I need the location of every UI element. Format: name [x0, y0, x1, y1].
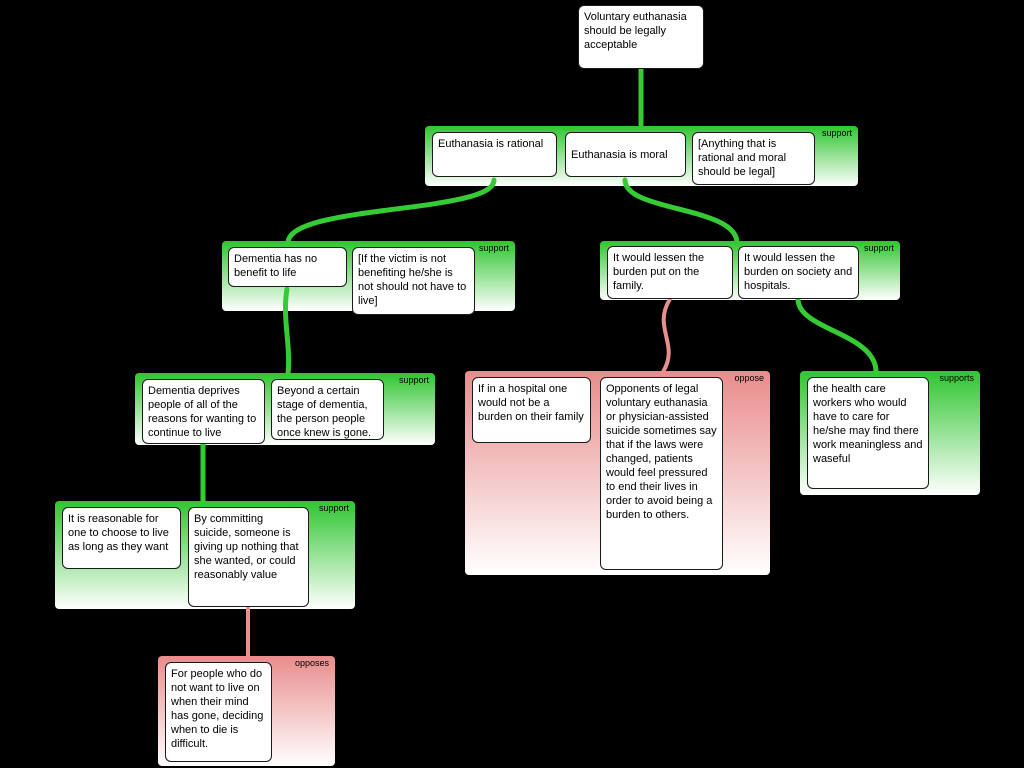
claim-box-reasonable-choice[interactable]: It is reasonable for one to choose to li… [62, 507, 181, 569]
claim-box-healthcare-workers[interactable]: the health care workers who would have t… [807, 377, 929, 489]
connector-society-to-support7 [795, 296, 879, 375]
group-relation-label: support [398, 375, 429, 385]
claim-box-rational[interactable]: Euthanasia is rational [432, 132, 557, 177]
claim-box-anything-rational-moral[interactable]: [Anything that is rational and moral sho… [692, 132, 815, 185]
group-relation-label: oppose [734, 373, 764, 383]
claim-box-opponents-pressure[interactable]: Opponents of legal voluntary euthanasia … [600, 377, 723, 570]
connector-family-to-oppose6 [661, 297, 672, 374]
connector-rational-to-support2 [285, 177, 497, 246]
claim-box-deciding-when-to-die[interactable]: For people who do not want to live on wh… [165, 662, 272, 762]
claim-box-root[interactable]: Voluntary euthanasia should be legally a… [578, 5, 704, 69]
claim-box-beyond-stage[interactable]: Beyond a certain stage of dementia, the … [271, 379, 384, 440]
claim-box-dementia-deprives[interactable]: Dementia deprives people of all of the r… [142, 379, 265, 444]
group-relation-label: support [821, 128, 852, 138]
group-relation-label: support [478, 243, 509, 253]
claim-box-hospital-burden[interactable]: If in a hospital one would not be a burd… [472, 377, 591, 443]
group-relation-label: supports [939, 373, 974, 383]
group-relation-label: opposes [294, 658, 329, 668]
claim-box-moral[interactable]: Euthanasia is moral [565, 132, 686, 177]
claim-box-dementia-no-benefit[interactable]: Dementia has no benefit to life [228, 247, 347, 287]
claim-box-burden-family[interactable]: It would lessen the burden put on the fa… [607, 246, 733, 299]
claim-box-victim-not-benefiting[interactable]: [If the victim is not benefiting he/she … [352, 247, 475, 315]
claim-box-burden-society[interactable]: It would lessen the burden on society an… [738, 246, 859, 299]
group-relation-label: support [318, 503, 349, 513]
claim-box-committing-suicide[interactable]: By committing suicide, someone is giving… [188, 507, 309, 607]
connector-moral-to-support3 [622, 177, 740, 246]
group-relation-label: support [863, 243, 894, 253]
